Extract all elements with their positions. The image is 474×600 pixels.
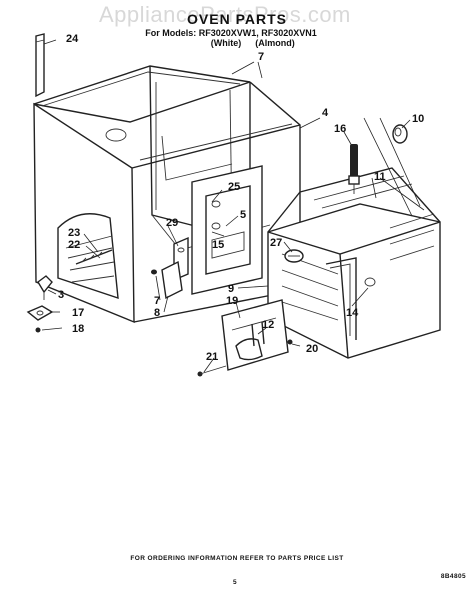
callout-9: 9 (228, 283, 234, 295)
part-10-plug (392, 124, 408, 144)
watermark-text: AppliancePartsPros.com (99, 2, 351, 27)
ordering-note: FOR ORDERING INFORMATION REFER TO PARTS … (130, 555, 343, 562)
igniter-assembly (197, 299, 293, 377)
oven-liner (267, 167, 441, 359)
callout-29: 29 (166, 217, 178, 229)
variant-white: (White) (211, 38, 242, 48)
callout-22: 22 (68, 239, 80, 251)
callout-16: 16 (334, 123, 346, 135)
callout-25: 25 (228, 181, 240, 193)
callout-labels: 24 7 4 16 10 11 25 5 29 23 22 15 27 3 9 … (58, 33, 424, 363)
callout-11: 11 (374, 171, 386, 183)
callout-19: 19 (226, 295, 238, 307)
doc-code: 8B4805 (441, 573, 466, 580)
oven-front-frame (191, 165, 263, 295)
callout-3: 3 (58, 289, 64, 301)
callout-10: 10 (412, 113, 424, 125)
oven-cabinet (33, 65, 301, 324)
callout-7-top: 7 (258, 51, 264, 63)
part-24-strip (35, 33, 45, 98)
callout-4: 4 (322, 107, 329, 119)
callout-12: 12 (262, 319, 274, 331)
callout-17: 17 (72, 307, 84, 319)
callout-23: 23 (68, 227, 80, 239)
callout-24: 24 (66, 33, 79, 45)
callout-7: 7 (154, 295, 160, 307)
callout-15: 15 (212, 239, 224, 251)
models-line: For Models: RF3020XVW1, RF3020XVN1 (145, 28, 317, 38)
part-16-sensor (348, 144, 360, 194)
callout-14: 14 (346, 307, 359, 319)
small-parts-3-17-18 (26, 275, 54, 333)
callout-5: 5 (240, 209, 246, 221)
part-29-bracket (151, 236, 189, 300)
leader-lines (41, 39, 425, 373)
page-title: OVEN PARTS (187, 11, 287, 27)
variant-almond: (Almond) (255, 38, 295, 48)
callout-20: 20 (306, 343, 318, 355)
callout-18: 18 (72, 323, 84, 335)
page-number: 5 (233, 579, 237, 586)
callout-21: 21 (206, 351, 218, 363)
callout-8: 8 (154, 307, 160, 319)
callout-27: 27 (270, 237, 282, 249)
